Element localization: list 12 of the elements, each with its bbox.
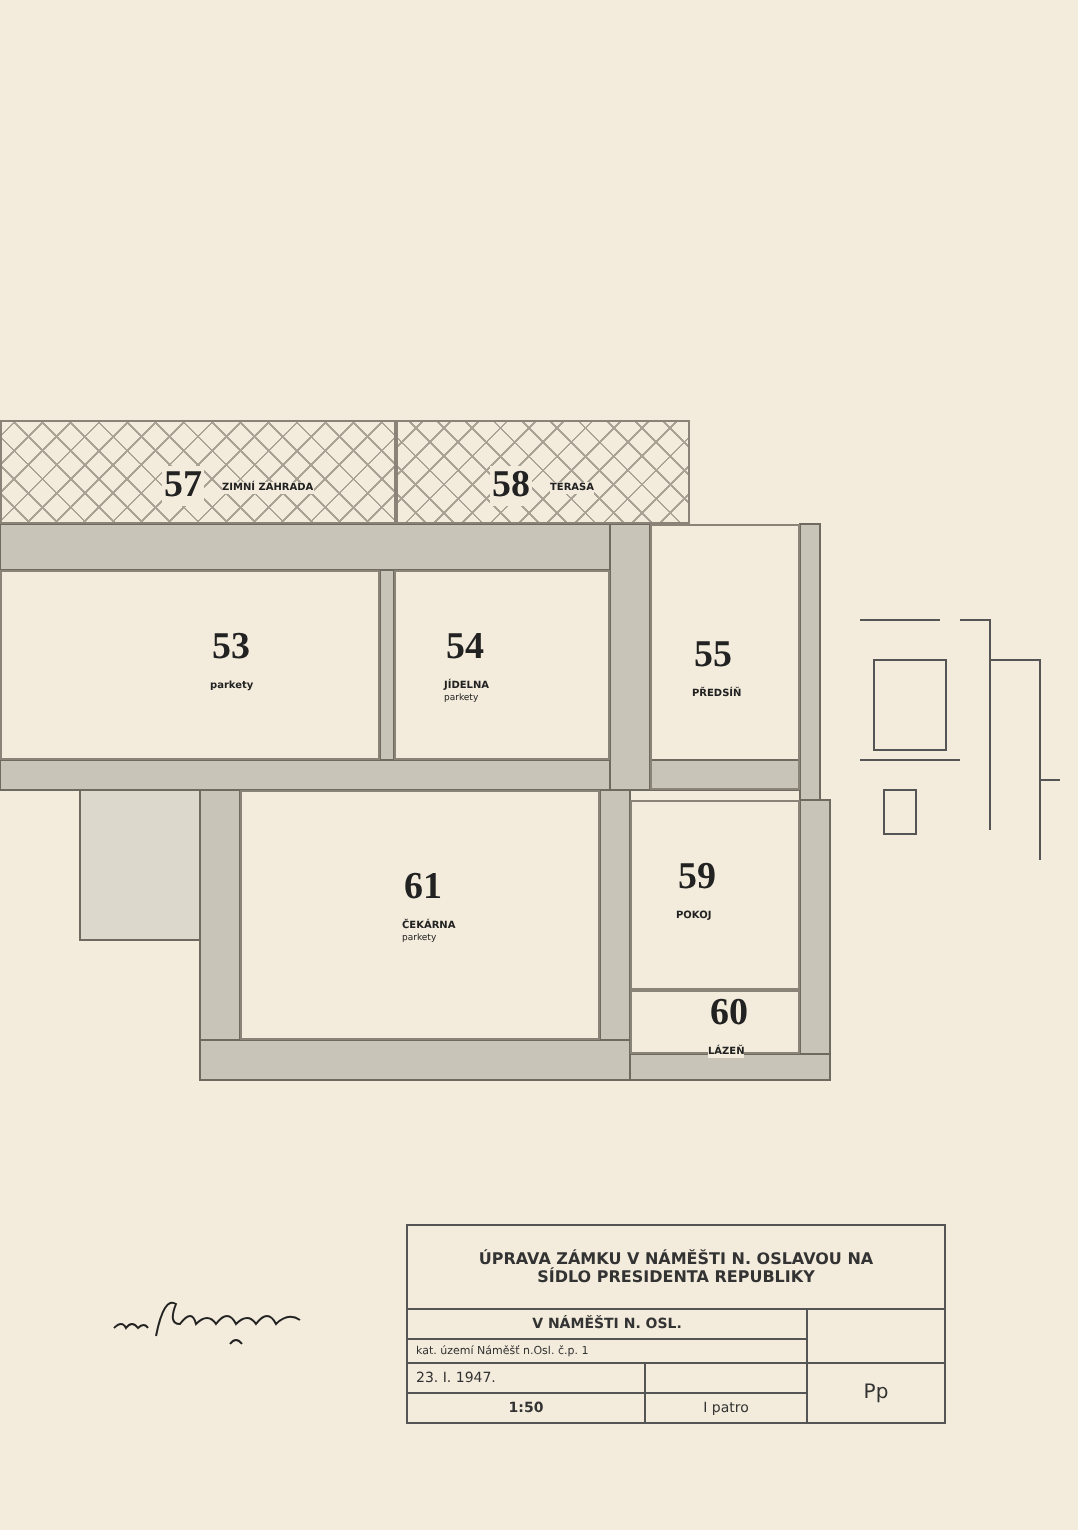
room-outline: [630, 990, 800, 1054]
room-number: 58: [490, 466, 532, 506]
terrace-area: [0, 420, 396, 524]
terrace-area: [396, 420, 690, 524]
room-outline: [240, 790, 600, 1040]
room-outline: [394, 570, 610, 760]
initials-text: Pp: [807, 1363, 945, 1423]
room-outline: [650, 524, 800, 790]
room-outline: [0, 570, 380, 760]
room-outline: [630, 800, 800, 990]
drawing-title: ÚPRAVA ZÁMKU V NÁMĚŠTI N. OSLAVOU NA SÍDLO PRESIDENTA REPUBLIKY: [407, 1225, 945, 1310]
room-number: 57: [162, 466, 204, 506]
